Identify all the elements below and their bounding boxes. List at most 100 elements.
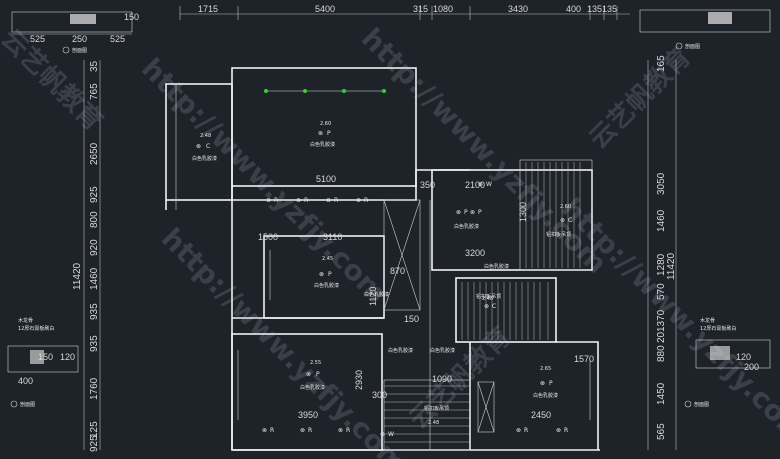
left-total-dim: 11420	[72, 262, 83, 290]
int-dim-1: 5100	[316, 174, 336, 184]
detail-left: 木龙骨 12厚石膏板刷白 150 400 120 剖面图	[7, 317, 79, 408]
svg-text:⊗: ⊗	[262, 427, 267, 434]
svg-text:⊗: ⊗	[560, 217, 565, 224]
fixtures: 2.60 ⊗P 白色乳胶漆 2.48 ⊗C 白色乳胶漆 2.45 ⊗P 白色乳胶…	[192, 121, 572, 438]
top-dim-8: 135	[602, 4, 617, 14]
svg-text:⊗: ⊗	[296, 197, 301, 204]
top-dim-1: 1715	[198, 4, 218, 14]
led-point	[264, 89, 268, 93]
right-dim-10: 565	[656, 423, 667, 440]
svg-text:⊗: ⊗	[300, 427, 305, 434]
detail-right-caption: 剖面图	[694, 401, 709, 408]
detail-tl-dim-1: 525	[30, 34, 45, 44]
detail-left-note-1: 木龙骨	[18, 317, 33, 324]
int-dim-9: 2450	[531, 410, 551, 420]
right-dim-3: 1460	[656, 209, 667, 232]
int-dim-11: 1090	[432, 374, 452, 384]
watermark-brand: 云艺帆教育	[0, 23, 109, 137]
svg-text:⊗: ⊗	[380, 431, 385, 438]
room-label-corridor-5: 白色乳胶漆	[364, 291, 389, 298]
detail-left-note-2: 12厚石膏板刷白	[18, 325, 54, 332]
svg-text:R: R	[364, 197, 368, 204]
left-dim-7: 1460	[89, 267, 100, 290]
room-label-corridor-2: 白色乳胶漆	[484, 263, 509, 270]
svg-text:2.65: 2.65	[540, 366, 551, 372]
left-dim-5: 800	[89, 211, 100, 228]
int-dim-4: 870	[390, 266, 405, 276]
svg-text:⊗: ⊗	[556, 427, 561, 434]
led-point	[342, 89, 346, 93]
svg-text:⊗: ⊗	[540, 380, 545, 387]
svg-text:R: R	[524, 427, 528, 434]
svg-text:P: P	[316, 371, 320, 378]
room-label-balcony: 白色乳胶漆	[192, 155, 217, 162]
detail-top-right: 剖面图	[639, 9, 771, 50]
svg-text:⊗: ⊗	[478, 181, 483, 188]
left-dim-6: 920	[89, 239, 100, 256]
svg-text:⊗: ⊗	[196, 143, 201, 150]
detail-tl-dim-4: 150	[124, 12, 139, 22]
int-dim-3: 1500	[258, 232, 278, 242]
int-dim-16: 150	[404, 314, 419, 324]
room-label-top: 白色乳胶漆	[310, 141, 335, 148]
floor-plan	[165, 67, 600, 451]
svg-text:C: C	[492, 303, 496, 310]
left-dim-11: 125	[89, 421, 100, 438]
int-dim-12: 350	[420, 180, 435, 190]
svg-text:⊗: ⊗	[326, 197, 331, 204]
svg-text:⊗: ⊗	[516, 427, 521, 434]
room-label-entry: 铝扣板吊顶	[424, 405, 449, 412]
svg-text:R: R	[334, 197, 338, 204]
detail-right-note-2: 12厚石膏板刷白	[700, 325, 736, 332]
svg-text:2.48: 2.48	[428, 420, 439, 426]
svg-text:⊗: ⊗	[266, 197, 271, 204]
left-dimension-chain: 765 35 2650 925 800 920 1460 935 935 176…	[72, 60, 101, 452]
int-dim-15: 1300	[518, 202, 528, 222]
balcony-left	[165, 83, 233, 201]
svg-text:P: P	[549, 380, 553, 387]
right-dim-8: 880	[656, 345, 667, 362]
svg-text:⊗: ⊗	[356, 197, 361, 204]
int-dim-7: 3950	[298, 410, 318, 420]
height-mark: 2.60	[320, 121, 331, 127]
top-dimension-chain: 1715 5400 315 1080 3430 400 135 135	[179, 4, 630, 20]
svg-text:R: R	[270, 427, 274, 434]
room-label-middle: 白色乳胶漆	[314, 282, 339, 289]
room-label-bottom: 白色乳胶漆	[300, 384, 325, 391]
svg-text:⊗: ⊗	[484, 303, 489, 310]
svg-text:2.60: 2.60	[560, 204, 571, 210]
room-label-corridor-4: 白色乳胶漆	[430, 347, 455, 354]
int-dim-2: 3110	[323, 232, 342, 242]
top-dim-3: 315	[413, 4, 428, 14]
top-dim-4: 1080	[433, 4, 453, 14]
right-dimension-chain: 165 3050 1460 1280 570 1370 20 880 1450 …	[647, 55, 677, 450]
room-label-corridor-3: 白色乳胶漆	[388, 347, 413, 354]
svg-text:R: R	[564, 427, 568, 434]
left-dim-4: 925	[89, 186, 100, 203]
left-dim-10: 1760	[89, 377, 100, 400]
detail-right-dim-1: 120	[736, 352, 751, 362]
svg-text:P: P	[478, 209, 482, 216]
detail-right-dim-2: 200	[744, 362, 759, 372]
svg-text:C: C	[206, 143, 210, 150]
int-dim-10: 1570	[574, 354, 594, 364]
right-dim-2: 3050	[656, 172, 667, 195]
top-dim-7: 135	[587, 4, 602, 14]
svg-text:⊗: ⊗	[306, 371, 311, 378]
left-dim-2: 35	[89, 60, 100, 72]
svg-text:⊗: ⊗	[338, 427, 343, 434]
svg-text:W: W	[388, 431, 394, 438]
detail-right-note-1: 木龙骨	[700, 317, 715, 324]
int-dim-14: 3200	[465, 248, 485, 258]
detail-left-dim-1: 150	[38, 352, 53, 362]
svg-text:2.55: 2.55	[310, 360, 321, 366]
svg-text:2.48: 2.48	[482, 296, 493, 302]
svg-text:R: R	[346, 427, 350, 434]
room-label-corridor-1: 白色乳胶漆	[454, 223, 479, 230]
svg-text:⊗: ⊗	[456, 209, 461, 216]
detail-tl-dim-3: 525	[110, 34, 125, 44]
top-dim-6: 400	[566, 4, 581, 14]
int-dim-13: 2100	[465, 180, 485, 190]
detail-tl-caption: 剖面图	[72, 47, 87, 54]
right-dim-9: 1450	[656, 382, 667, 405]
